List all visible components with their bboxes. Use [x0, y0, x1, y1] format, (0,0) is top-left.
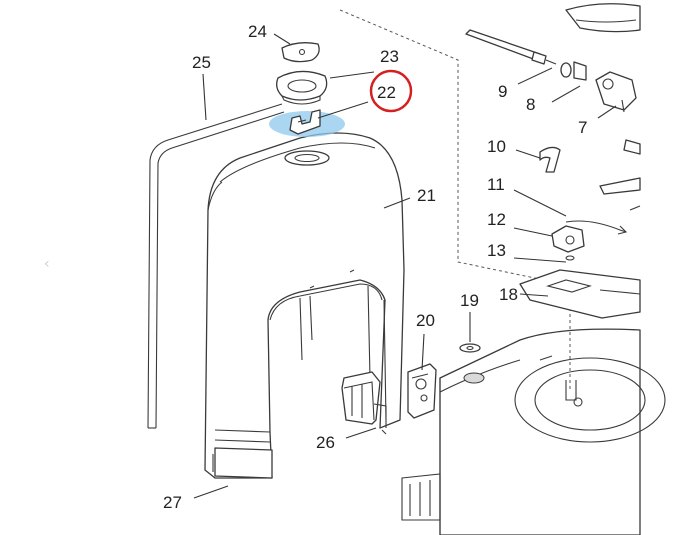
highlight-circle	[369, 69, 413, 113]
callout-22: 22	[377, 83, 396, 102]
part-8-nut	[551, 61, 587, 103]
callout-24: 24	[248, 22, 267, 41]
base-unit	[401, 290, 666, 535]
part-20-hinge	[407, 363, 437, 419]
callout-11: 11	[487, 175, 505, 194]
part-19-washer	[459, 343, 481, 353]
callout-labels: 24 25 23 22 21 20 19 18 13 12 11 10 9 8 …	[163, 22, 587, 512]
part-12-valve	[551, 225, 585, 253]
callout-10: 10	[487, 137, 506, 156]
callout-25: 25	[192, 53, 211, 72]
callout-18: 18	[499, 285, 518, 304]
part-21-cover	[204, 132, 405, 479]
callout-21: 21	[417, 186, 436, 205]
part-18-plate	[519, 269, 641, 319]
callout-26: 26	[316, 433, 335, 452]
callout-9: 9	[498, 82, 507, 101]
callout-13: 13	[487, 241, 506, 260]
part-26-bracket	[341, 371, 387, 435]
part-25-seal-strip	[147, 103, 285, 429]
part-22-latch	[269, 109, 345, 137]
part-13-ring	[565, 255, 575, 261]
part-9-pipe	[465, 29, 557, 85]
callout-27: 27	[163, 493, 182, 512]
section-boundary	[339, 9, 641, 301]
callout-23: 23	[380, 47, 399, 66]
chevron-left-icon[interactable]: ‹	[44, 256, 50, 272]
part-7-valve	[595, 71, 637, 119]
callout-20: 20	[416, 311, 435, 330]
callout-12: 12	[487, 210, 506, 229]
part-23-cap	[276, 70, 328, 105]
edge-fragments	[565, 3, 641, 211]
part-24-gasket	[281, 42, 320, 63]
callout-7: 7	[578, 118, 587, 137]
part-11-wire	[565, 220, 628, 235]
part-10-clip	[539, 146, 561, 173]
callout-19: 19	[460, 291, 479, 310]
callout-8: 8	[526, 95, 535, 114]
leader-lines	[193, 33, 567, 499]
